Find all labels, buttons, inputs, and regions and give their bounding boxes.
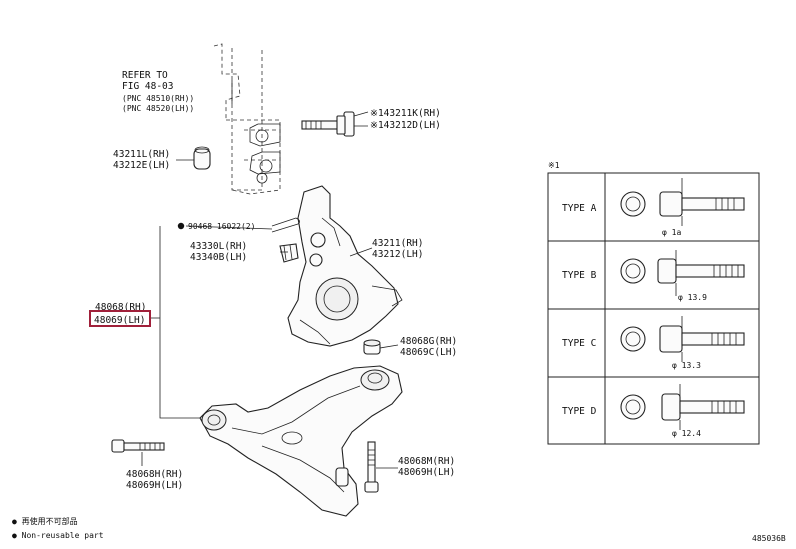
types-note: ※1 bbox=[548, 161, 560, 170]
refer-line1: REFER TO bbox=[122, 70, 168, 81]
boltm-rh-label: 48068M(RH) bbox=[398, 456, 455, 467]
bolt-types-panel: ※1 TYPE A φ 1a TYPE B φ 13.9 TYPE bbox=[547, 161, 760, 445]
type-c-dim: φ 13.3 bbox=[672, 361, 701, 370]
bush-lh-label: 43212E(LH) bbox=[113, 160, 170, 171]
figure-code: 485036B bbox=[752, 534, 786, 543]
steering-knuckle-drawing bbox=[287, 185, 403, 347]
part-labels: REFER TO FIG 48-03 (PNC 48510(RH)) (PNC … bbox=[89, 70, 457, 491]
cotter-pin-drawing bbox=[271, 217, 300, 233]
bushg-lh-label: 48069C(LH) bbox=[400, 347, 457, 358]
bolth-rh-label: 48068H(RH) bbox=[126, 469, 183, 480]
bolt-lh-label: ※143212D(LH) bbox=[370, 120, 441, 131]
legend-en: ● Non-reusable part bbox=[12, 531, 104, 540]
type-c-label: TYPE C bbox=[562, 338, 596, 349]
boltm-lh-label: 48069H(LH) bbox=[398, 467, 455, 478]
type-b-row: TYPE B φ 13.9 bbox=[562, 250, 745, 302]
bolth-lh-label: 48069H(LH) bbox=[126, 480, 183, 491]
arm-lh-label: 48069(LH) bbox=[94, 315, 145, 326]
type-d-label: TYPE D bbox=[562, 406, 597, 417]
type-d-row: TYPE D φ 12.4 bbox=[562, 384, 745, 438]
arm-rh-label: 48068(RH) bbox=[95, 302, 146, 313]
bolt-48068m-drawing bbox=[364, 441, 379, 493]
nut-rh-label: 43330L(RH) bbox=[190, 241, 247, 252]
type-a-row: TYPE A φ 1a bbox=[562, 178, 745, 237]
lower-control-arm-drawing bbox=[199, 365, 403, 517]
type-b-dim: φ 13.9 bbox=[678, 293, 707, 302]
type-a-dim: φ 1a bbox=[662, 228, 681, 237]
bushg-rh-label: 48068G(RH) bbox=[400, 336, 457, 347]
bush-rh-label: 43211L(RH) bbox=[113, 149, 170, 160]
type-d-dim: φ 12.4 bbox=[672, 429, 701, 438]
knuckle-lh-label: 43212(LH) bbox=[372, 249, 423, 260]
castle-nut-drawing bbox=[279, 243, 299, 263]
knuckle-rh-label: 43211(RH) bbox=[372, 238, 423, 249]
legend: ● 再使用不可部品 ● Non-reusable part bbox=[12, 516, 104, 540]
type-c-row: TYPE C φ 13.3 bbox=[562, 316, 745, 370]
type-b-label: TYPE B bbox=[562, 270, 597, 281]
cotter-label: 90468 16022(2) bbox=[188, 222, 255, 231]
refer-line2: FIG 48-03 bbox=[122, 81, 173, 92]
refer-line4: (PNC 48520(LH)) bbox=[122, 104, 194, 113]
bolt-48068h-drawing bbox=[111, 439, 165, 453]
non-reusable-dot bbox=[177, 222, 185, 230]
bolt-rh-label: ※143211K(RH) bbox=[370, 108, 441, 119]
bushing-43211l-drawing bbox=[193, 146, 211, 170]
legend-jp: ● 再使用不可部品 bbox=[12, 516, 78, 526]
bushing-48068g-drawing bbox=[363, 339, 381, 355]
nut-lh-label: 43340B(LH) bbox=[190, 252, 247, 263]
strut-bracket-drawing bbox=[213, 43, 281, 195]
type-a-label: TYPE A bbox=[562, 203, 597, 214]
highlight-box bbox=[89, 310, 151, 327]
upper-bolt-drawing bbox=[301, 111, 355, 137]
refer-line3: (PNC 48510(RH)) bbox=[122, 94, 194, 103]
leader-lines bbox=[141, 80, 399, 469]
